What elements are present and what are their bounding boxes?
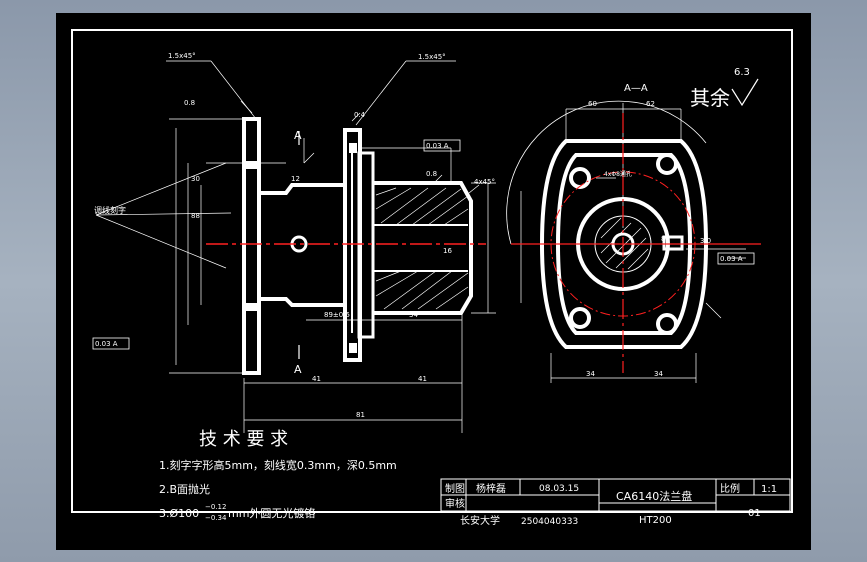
requirement-3-tol-lower: −0.34 — [205, 514, 227, 522]
dim-12: 12 — [291, 175, 300, 183]
dim-8: 8 — [661, 235, 665, 243]
front-view-a-a — [506, 100, 755, 383]
tb-row2-label: 审核 — [445, 497, 465, 510]
hole-note: 4xΦ8通孔 — [604, 170, 632, 178]
chamfer-left-label: 1.5x45° — [168, 52, 196, 60]
tb-scale-label: 比例 — [720, 482, 740, 495]
drawing-frame — [71, 29, 793, 513]
right-flange-step — [357, 151, 375, 339]
dim-16: 16 — [443, 247, 452, 255]
hub-hatch — [375, 187, 469, 310]
tb-school: 长安大学 — [460, 514, 500, 527]
title-block — [440, 478, 791, 512]
chamfer-hub-label: 4x45° — [474, 178, 495, 186]
view-arrow-bottom: A — [294, 363, 302, 376]
requirement-3-tol-upper: −0.12 — [205, 503, 226, 511]
tol-box-1 — [423, 139, 461, 152]
dim-34: 34 — [409, 311, 418, 319]
roughness-08a: 0.8 — [184, 99, 195, 107]
tol-box-1-text: 0.03 A — [426, 142, 449, 150]
construction-arc — [506, 100, 707, 245]
roughness-08b: 0.8 — [426, 170, 437, 178]
requirement-3-suffix: mm外圆无光镀铬 — [228, 506, 315, 520]
bolt-hole-3 — [569, 307, 591, 329]
tb-sheet-number: 01 — [748, 508, 761, 519]
requirement-1: 1.刻字字形高5mm，刻线宽0.3mm，深0.5mm — [159, 458, 397, 472]
tb-row1-label: 制图 — [445, 482, 465, 495]
bolt-circle — [550, 171, 696, 317]
tb-part-name: CA6140法兰盘 — [616, 489, 692, 503]
roughness-symbol — [731, 78, 759, 107]
dim-88: 88 — [191, 212, 200, 220]
dim-81: 81 — [356, 411, 365, 419]
tol-box-2-text: 0.03 A — [95, 340, 118, 348]
neck-outline — [259, 183, 347, 307]
callout-label: 调线刻字 — [94, 205, 126, 215]
left-flange-plate — [242, 117, 261, 375]
tol-box-right-text: 0.03 A — [720, 255, 743, 263]
bolt-hole-4 — [656, 313, 678, 335]
surface-finish-value: 6.3 — [734, 67, 750, 78]
section-label: A—A — [624, 83, 648, 94]
requirement-2: 2.B面抛光 — [159, 482, 210, 496]
dim-3: 3.0 — [700, 237, 711, 245]
tb-material: HT200 — [639, 515, 672, 526]
bolt-hole-2 — [656, 153, 678, 175]
bolt-hole-1 — [569, 167, 591, 189]
tb-scale-value: 1:1 — [761, 484, 777, 495]
view-arrow-top: A — [294, 129, 302, 142]
hub-outline — [373, 181, 473, 315]
requirements-title: 技 术 要 求 — [199, 429, 288, 450]
surface-finish-prefix: 其余 — [690, 86, 730, 110]
flange-outline — [539, 139, 709, 349]
keyway — [662, 235, 684, 251]
drawing-canvas: 1.5x45° 1.5x45° 0.8 0.8 0.4 4x45° 30 88 … — [71, 29, 793, 527]
drawing-sheet: 1.5x45° 1.5x45° 0.8 0.8 0.4 4x45° 30 88 … — [56, 13, 811, 550]
tb-designer: 杨梓磊 — [476, 482, 506, 495]
chamfer-right-label: 1.5x45° — [418, 53, 446, 61]
dim-41b: 41 — [418, 375, 427, 383]
dim-30: 30 — [191, 175, 200, 183]
tol-box-2 — [92, 337, 130, 350]
requirement-3: 3.Ø100 — [159, 507, 199, 520]
tb-date: 08.03.15 — [539, 484, 579, 494]
side-section-view — [92, 60, 496, 433]
hub-hatch-right — [600, 217, 649, 270]
dim-60: 60 — [588, 100, 597, 108]
dim-89: 89±0.5 — [324, 311, 350, 319]
roughness-04: 0.4 — [354, 111, 366, 119]
dim-62: 62 — [646, 100, 655, 108]
tol-box-right — [717, 252, 755, 265]
dim-34b: 34 — [654, 370, 663, 378]
tb-student-id: 2504040333 — [521, 517, 578, 527]
dim-41a: 41 — [312, 375, 321, 383]
dim-34a: 34 — [586, 370, 595, 378]
